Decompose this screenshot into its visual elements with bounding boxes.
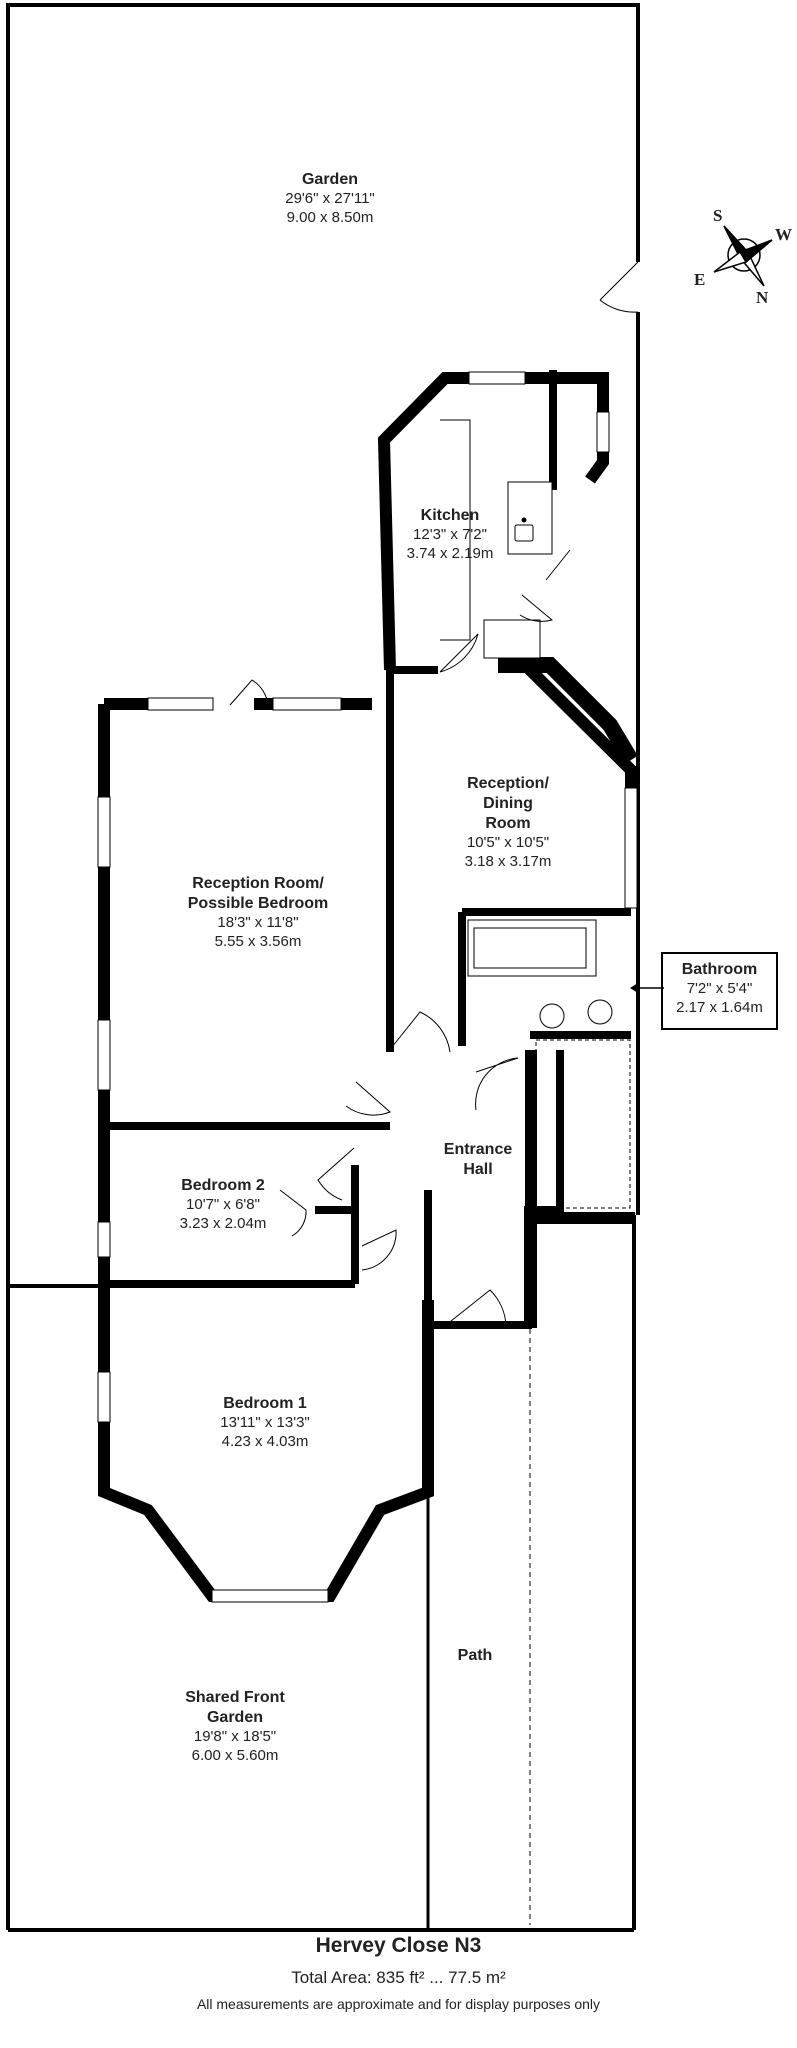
interior-walls [104,370,638,1329]
bathroom-fixtures [467,919,631,1209]
bedroom-2-imperial: 10'7" x 6'8" [186,1196,260,1213]
reception-dining-imperial: 10'5" x 10'5" [466,834,550,851]
reception-room-name-2: Possible Bedroom [187,895,329,912]
entrance-hall-label: Entrance Hall [428,1140,528,1180]
garden-gate [599,261,639,313]
bathroom-metric: 2.17 x 1.64m [676,998,763,1016]
compass-letter-w: W [775,225,792,244]
reception-room-label: Reception Room/ Possible Bedroom 18'3" x… [158,874,358,952]
garden-name: Garden [301,171,358,188]
bedroom-2-metric: 3.23 x 2.04m [179,1214,267,1232]
reception-dining-label: Reception/ Dining Room 10'5" x 10'5" 3.1… [438,774,578,872]
compass-letter-s: S [713,206,723,225]
bathroom-callout: Bathroom 7'2" x 5'4" 2.17 x 1.64m [661,952,778,1030]
kitchen-name: Kitchen [420,507,480,524]
front-garden-name-2: Garden [206,1709,263,1726]
bathroom-imperial: 7'2" x 5'4" [686,980,753,997]
plan-title: Hervey Close N3 [315,1934,482,1957]
exterior-walls [98,372,637,1602]
front-garden-name-1: Shared Front [185,1689,285,1706]
front-garden-imperial: 19'8" x 18'5" [193,1728,277,1745]
reception-room-name-1: Reception Room/ [192,875,324,892]
path-label: Path [440,1646,510,1666]
reception-dining-name-3: Room [485,815,531,832]
reception-room-metric: 5.55 x 3.56m [214,932,302,950]
entrance-hall-name-2: Hall [463,1161,493,1178]
windows [97,371,638,1603]
compass-letter-e: E [694,270,706,289]
reception-room-imperial: 18'3" x 11'8" [217,914,299,931]
doors [229,549,571,1326]
kitchen-fixtures [440,419,553,659]
garden-imperial: 29'6" x 27'11" [285,190,375,207]
path-name: Path [457,1647,493,1664]
compass-letter-n: N [756,288,769,307]
bathroom-callout-arrow [630,983,664,993]
garden-metric: 9.00 x 8.50m [286,208,374,226]
kitchen-label: Kitchen 12'3" x 7'2" 3.74 x 2.19m [390,506,510,564]
bedroom-1-imperial: 13'11" x 13'3" [220,1414,310,1431]
reception-dining-name-1: Reception/ [467,775,549,792]
front-garden-label: Shared Front Garden 19'8" x 18'5" 6.00 x… [160,1688,310,1766]
total-area: Total Area: 835 ft² ... 77.5 m² [291,1968,506,1987]
kitchen-metric: 3.74 x 2.19m [406,544,494,562]
bedroom-2-name: Bedroom 2 [181,1177,265,1194]
bedroom-1-metric: 4.23 x 4.03m [221,1432,309,1450]
kitchen-imperial: 12'3" x 7'2" [413,526,487,543]
reception-dining-name-2: Dining [483,795,533,812]
bedroom-1-label: Bedroom 1 13'11" x 13'3" 4.23 x 4.03m [195,1394,335,1452]
reception-dining-metric: 3.18 x 3.17m [464,852,552,870]
garden-label: Garden 29'6" x 27'11" 9.00 x 8.50m [250,170,410,228]
compass-rose [713,225,773,287]
entrance-hall-name-1: Entrance [443,1141,513,1158]
front-garden-metric: 6.00 x 5.60m [191,1746,279,1764]
bedroom-1-name: Bedroom 1 [223,1395,307,1412]
disclaimer: All measurements are approximate and for… [196,1996,601,2012]
bedroom-2-label: Bedroom 2 10'7" x 6'8" 3.23 x 2.04m [158,1176,288,1234]
bathroom-name: Bathroom [681,961,758,978]
